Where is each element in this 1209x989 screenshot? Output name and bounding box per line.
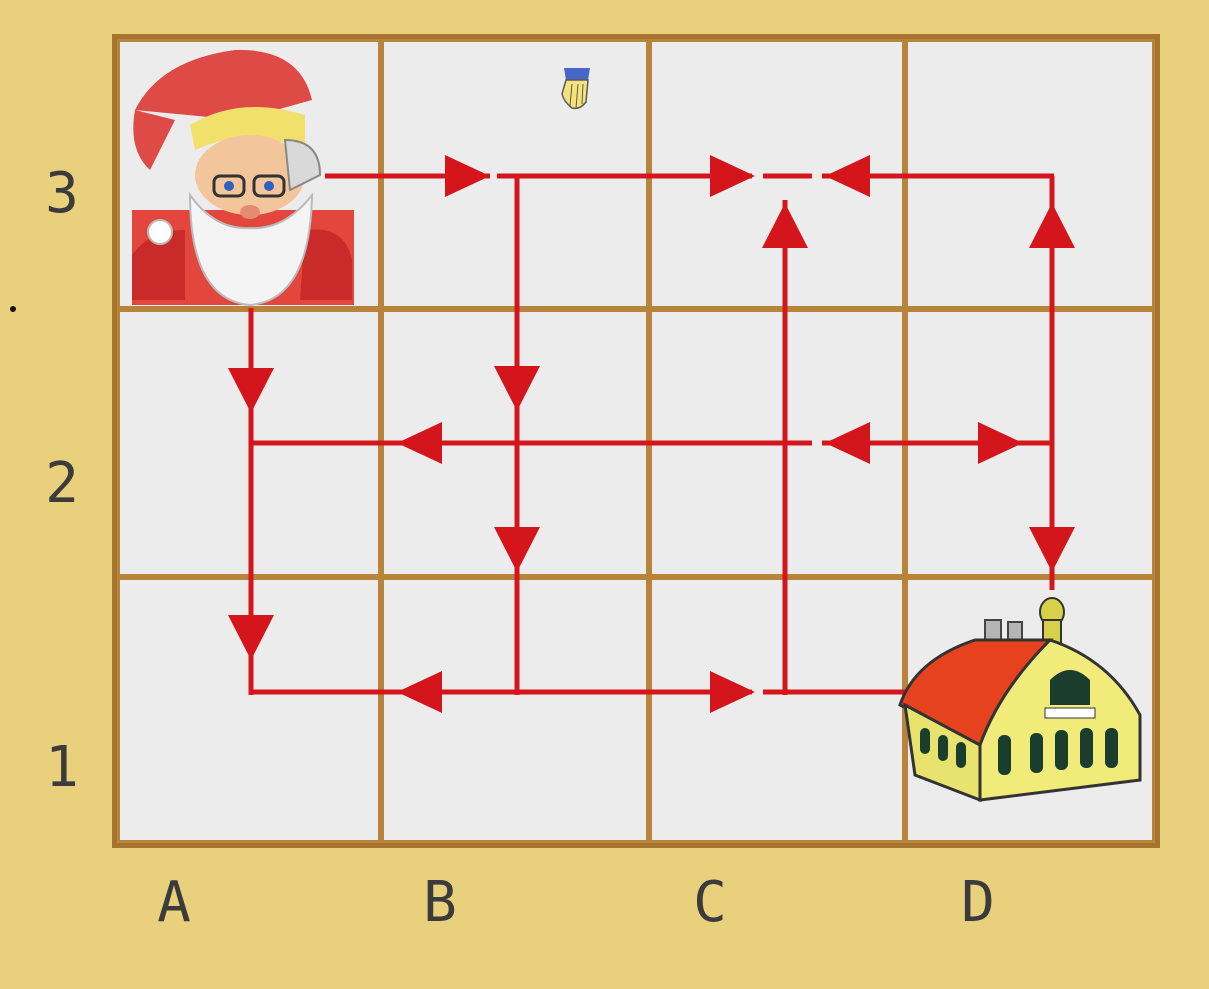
arrow-down-b1 (494, 527, 540, 572)
house-icon (900, 598, 1140, 800)
path-lines (251, 176, 1054, 695)
arrow-up-c3 (762, 203, 808, 248)
arrow-down-a1 (228, 615, 274, 660)
arrow-right-b3 (445, 155, 490, 197)
arrowheads (228, 155, 1075, 713)
arrow-down-a2 (228, 368, 274, 413)
hand-pointer-icon (562, 68, 590, 108)
arrow-right-c1 (710, 671, 755, 713)
arrow-right-d2 (978, 422, 1023, 464)
arrow-left-d3 (825, 155, 870, 197)
arrow-down-d1 (1029, 527, 1075, 572)
arrow-up-d3 (1029, 203, 1075, 248)
arrow-left-b2 (397, 422, 442, 464)
arrow-down-b2 (494, 366, 540, 411)
arrow-left-d2 (825, 422, 870, 464)
arrow-right-c3 (710, 155, 755, 197)
santa-claus-icon (132, 50, 354, 305)
arrow-left-b1 (397, 671, 442, 713)
